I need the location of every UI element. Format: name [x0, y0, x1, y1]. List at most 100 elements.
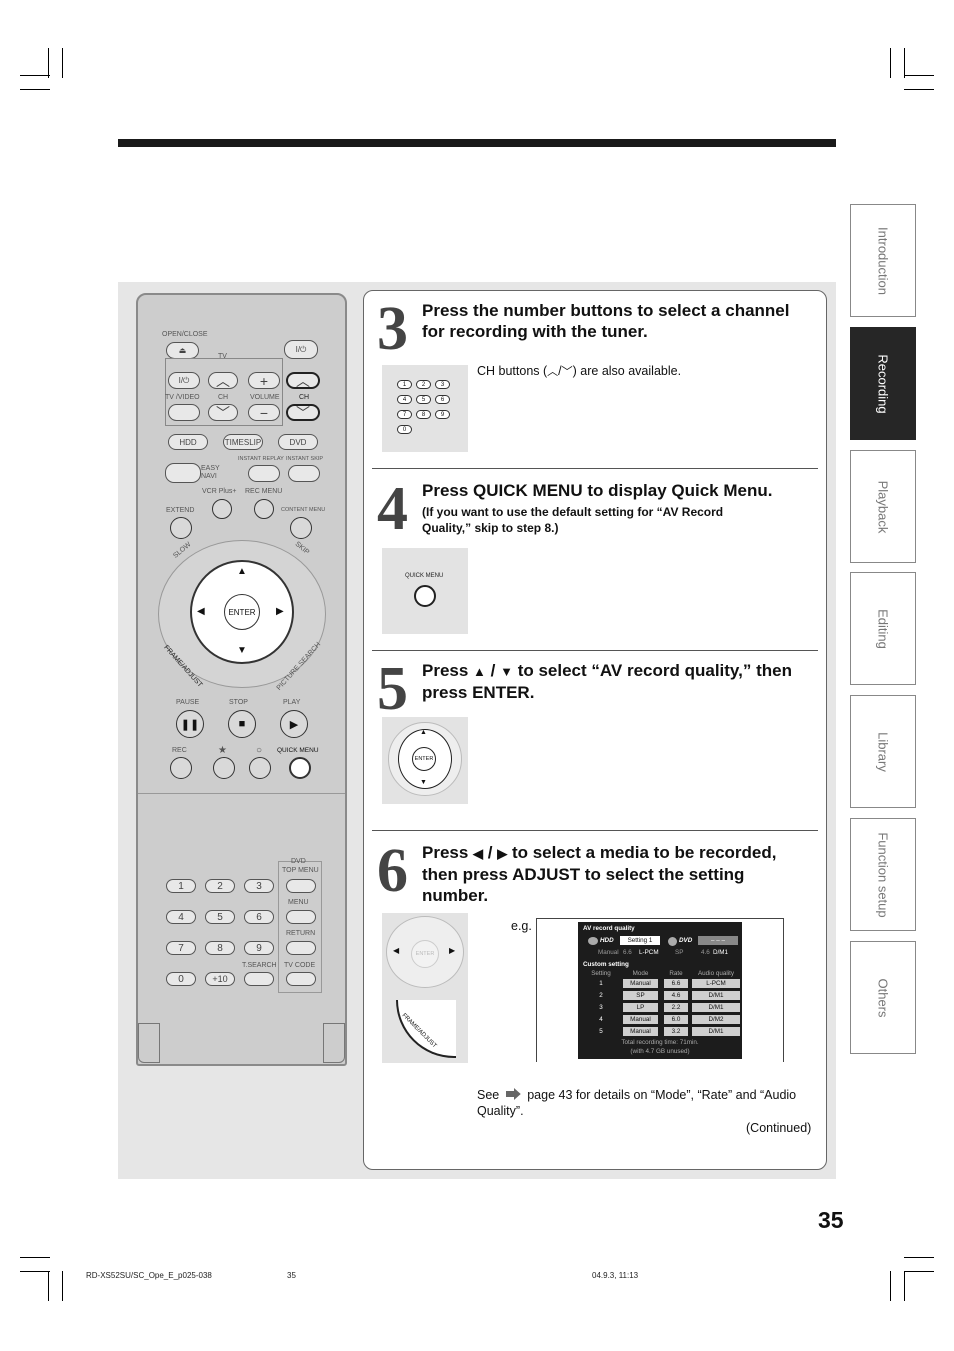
dvd-icon	[668, 937, 677, 946]
av-record-quality-screen: AV record quality HDD Setting 1 DVD – – …	[578, 922, 742, 1059]
eg-label: e.g.	[511, 919, 532, 933]
tv-video-button	[168, 404, 200, 421]
rec-menu-label: REC MENU	[245, 488, 283, 495]
tab-library[interactable]: Library	[850, 695, 916, 808]
total-recording-time: Total recording time: 71min.	[621, 1039, 699, 1046]
crop-mark	[62, 1271, 63, 1301]
screen-cell-rate: 6.0	[664, 1015, 688, 1024]
ch-up-button: ︿	[208, 372, 238, 389]
page-reference-icon	[505, 1088, 521, 1100]
screen-cell-mode: SP	[623, 991, 658, 1000]
menu-button	[286, 910, 316, 924]
crop-mark	[48, 48, 49, 78]
quick-menu-thumb-label: QUICK MENU	[405, 573, 444, 579]
stop-icon: ■	[238, 718, 246, 730]
menu-label: MENU	[288, 899, 309, 906]
power-button: I/⏻	[284, 340, 318, 359]
dvd-audio: D/M1	[713, 949, 729, 956]
tab-playback[interactable]: Playback	[850, 450, 916, 563]
step-3-note: CH buttons (︿/﹀) are also available.	[477, 363, 777, 380]
step-5-title-a: Press	[422, 661, 474, 680]
extend-button	[170, 517, 192, 539]
chevron-down-icon: ﹀	[296, 404, 310, 421]
step-4-title: Press QUICK MENU to display Quick Menu.	[422, 481, 773, 500]
crop-mark	[904, 1271, 934, 1272]
vcr-plus-button	[212, 499, 232, 519]
hdd-icon	[588, 937, 598, 945]
tv-group	[165, 358, 283, 426]
tv-label: TV	[218, 353, 227, 360]
header-rate: Rate	[669, 970, 683, 977]
screen-cell-setting: 4	[599, 1016, 603, 1023]
step-5-title-b: /	[485, 661, 501, 680]
content-menu-button	[290, 517, 312, 539]
down-arrow-icon: ▼	[237, 645, 247, 656]
rec-menu-button	[254, 499, 274, 519]
volume-down-button: −	[248, 404, 280, 421]
remote-foot-left	[138, 1023, 160, 1063]
hdd-audio: L-PCM	[639, 949, 659, 956]
num-8-button: 8	[205, 941, 235, 955]
num-2-button: 2	[205, 879, 235, 893]
crop-mark	[20, 75, 50, 76]
easy-navi-label: EASY NAVI	[201, 465, 220, 480]
step-3-note-prefix: CH buttons (	[477, 364, 548, 378]
hdd-rate: 6.6	[623, 949, 632, 956]
setting-field: Setting 1	[620, 936, 660, 945]
num-6-button: 6	[244, 910, 274, 924]
remote-foot-right	[323, 1023, 345, 1063]
tab-introduction[interactable]: Introduction	[850, 204, 916, 317]
step-6-number: 6	[377, 837, 408, 905]
keypad-key: 3	[435, 380, 450, 389]
crop-mark	[904, 89, 934, 90]
content-menu-label: CONTENT MENU	[281, 507, 326, 513]
instant-replay-label: INSTANT REPLAY	[238, 456, 284, 462]
dvd-mode: SP	[675, 949, 684, 956]
crop-mark	[890, 1271, 891, 1301]
chevron-up-icon: ︿	[296, 372, 310, 389]
step-4-number: 4	[377, 475, 408, 543]
ch-down-button: ﹀	[208, 404, 238, 421]
hdd-mode: Manual	[598, 949, 619, 956]
screen-cell-mode: Manual	[623, 979, 658, 988]
hdd-label: HDD	[600, 937, 614, 944]
keypad-key: 8	[416, 410, 431, 419]
screen-title: AV record quality	[583, 925, 635, 932]
screen-cell-rate: 3.2	[664, 1027, 688, 1036]
crop-mark	[20, 1271, 50, 1272]
step-6-title-c: to select a media to be recorded, then p…	[422, 843, 777, 905]
tab-function-setup[interactable]: Function setup	[850, 818, 916, 931]
triangle-right-icon: ▶	[497, 846, 508, 861]
right-arrow-icon: ▶	[449, 946, 456, 955]
tab-recording[interactable]: Recording	[850, 327, 916, 440]
keypad-key: 9	[435, 410, 450, 419]
tab-others[interactable]: Others	[850, 941, 916, 1054]
triangle-up-icon: ▲	[473, 664, 486, 679]
play-label: PLAY	[283, 699, 301, 706]
hdd-button: HDD	[168, 434, 208, 450]
volume-label: VOLUME	[250, 394, 280, 401]
keypad-key: 0	[397, 425, 412, 434]
step-3-note-suffix: ) are also available.	[572, 364, 682, 378]
stop-button: ■	[228, 710, 256, 738]
enter-thumb-button-faded: ENTER	[411, 940, 439, 968]
screen-cell-setting: 2	[599, 992, 603, 999]
dvd-label: DVD	[679, 937, 693, 944]
dvd-group	[278, 861, 322, 993]
tab-editing[interactable]: Editing	[850, 572, 916, 685]
enter-thumb-button: ENTER	[412, 747, 436, 771]
step-3-number: 3	[377, 295, 408, 363]
unused-space: (with 4.7 GB unused)	[630, 1048, 690, 1055]
num-7-button: 7	[166, 941, 196, 955]
return-button	[286, 941, 316, 955]
screen-cell-setting: 5	[599, 1028, 603, 1035]
step-6-title-a: Press	[422, 843, 474, 862]
play-button: ▶	[280, 710, 308, 738]
crop-mark	[62, 48, 63, 78]
step-3-title: Press the number buttons to select a cha…	[422, 301, 790, 341]
remote-control: OPEN/CLOSE ⏏ I/⏻ TV I/⏻ ︿ + ︿ TV /VIDEO …	[136, 293, 347, 1066]
ch-up-button-2: ︿	[286, 372, 320, 389]
screen-cell-rate: 4.6	[664, 991, 688, 1000]
